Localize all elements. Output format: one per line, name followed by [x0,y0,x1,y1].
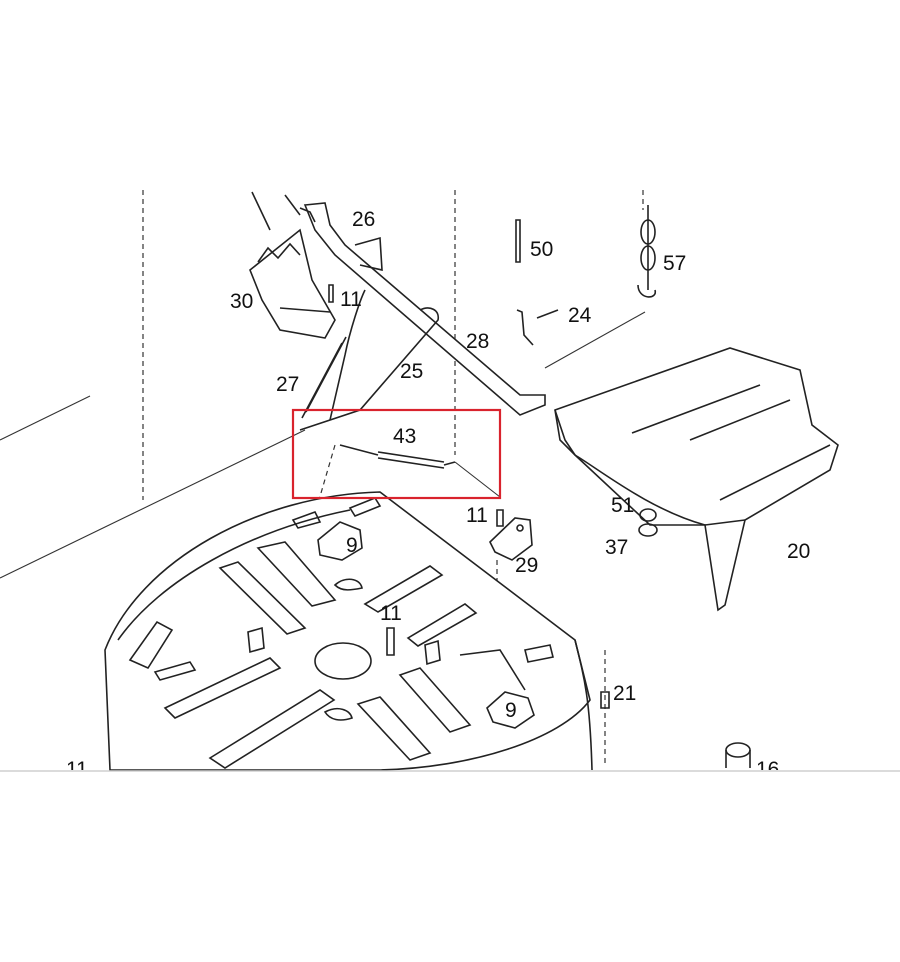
label-21: 21 [613,682,636,705]
knobs [317,521,535,729]
highlight-box [291,408,502,500]
label-50: 50 [530,238,553,261]
deck-plate [104,491,593,771]
label-11-bottom: 11 [66,758,88,781]
bracket-29 [489,517,533,561]
label-26: 26 [352,208,375,231]
label-51: 51 [611,494,634,517]
part-labels: 26 50 57 30 11 24 28 25 27 43 51 37 20 1… [66,208,810,781]
label-29: 29 [515,554,538,577]
label-11-center: 11 [380,602,402,625]
label-20: 20 [787,540,810,563]
label-27: 27 [276,373,299,396]
connector-lines [0,311,646,579]
label-16: 16 [756,758,779,781]
lever-assembly [299,202,546,431]
label-11-top: 11 [340,288,362,311]
label-25: 25 [400,360,423,383]
label-9-right: 9 [505,699,517,722]
label-43: 43 [393,425,416,448]
spring-43 [339,444,456,469]
label-57: 57 [663,252,686,275]
small-parts [515,205,656,346]
spring-27 [301,336,347,419]
label-11-mid: 11 [466,504,488,527]
label-37: 37 [605,536,628,559]
bolts [328,284,658,709]
part-16 [725,742,751,768]
label-24: 24 [568,304,592,327]
label-28: 28 [466,330,489,353]
discharge-chute [554,347,839,612]
label-9-left: 9 [346,534,358,557]
bottom-blank-area [0,772,900,962]
height-adjuster [249,191,336,339]
label-30: 30 [230,290,253,313]
